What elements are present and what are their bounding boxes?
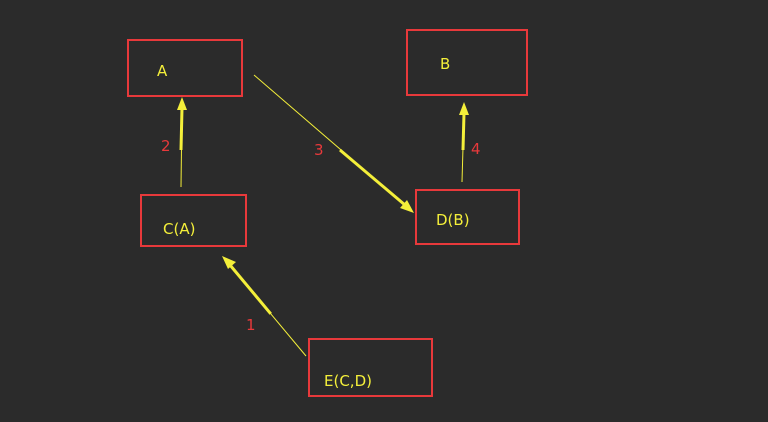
node-c-box xyxy=(140,194,247,247)
arrow-c-to-a xyxy=(177,97,187,188)
node-c-label: C(A) xyxy=(163,220,196,238)
arrow-d-to-b xyxy=(459,102,469,183)
step-label-2: 2 xyxy=(161,137,171,155)
arrow-a-to-d xyxy=(253,74,414,213)
step-label-1: 1 xyxy=(246,316,256,334)
node-b-box xyxy=(406,29,528,96)
node-d-label: D(B) xyxy=(436,211,470,229)
node-d-box xyxy=(415,189,520,245)
node-e-box xyxy=(308,338,433,397)
node-a-box xyxy=(127,39,243,97)
step-label-3: 3 xyxy=(314,141,324,159)
node-a-label: A xyxy=(157,62,168,80)
node-b-label: B xyxy=(440,55,451,73)
arrow-e-to-c xyxy=(222,256,308,357)
step-label-4: 4 xyxy=(471,140,481,158)
node-e-label: E(C,D) xyxy=(324,372,372,390)
